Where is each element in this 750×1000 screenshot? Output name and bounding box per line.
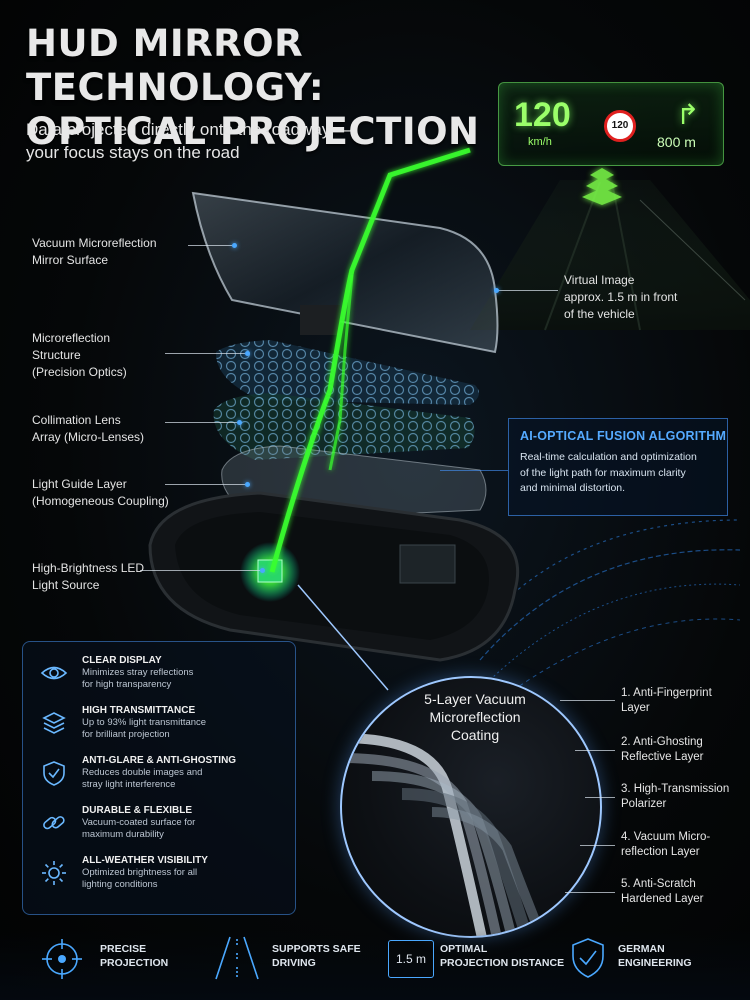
turn-right-arrow-icon: ↱	[676, 99, 700, 130]
shield-check-icon	[43, 761, 65, 786]
marker-dot	[232, 243, 237, 248]
leader-line	[580, 845, 615, 846]
feature-item: ALL-WEATHER VISIBILITY Optimized brightn…	[40, 855, 290, 903]
leader-line	[575, 750, 615, 751]
page-title: HUD MIRROR TECHNOLOGY: OPTICAL PROJECTIO…	[26, 22, 480, 153]
speed-limit-sign: 120	[604, 110, 636, 142]
marker-dot	[245, 482, 250, 487]
leader-line	[498, 290, 558, 291]
hud-speed: 120	[514, 96, 571, 134]
label-light-guide: Light Guide Layer(Homogeneous Coupling)	[32, 477, 169, 508]
eye-icon	[40, 666, 68, 680]
coating-layers-illustration	[342, 733, 547, 936]
page-subtitle: Data projected directly onto the roadway…	[26, 120, 353, 162]
marker-dot	[494, 288, 499, 293]
feature-item: CLEAR DISPLAY Minimizes stray reflection…	[40, 655, 290, 703]
leader-line	[165, 484, 245, 485]
ai-algorithm-title: AI-OPTICAL FUSION ALGORITHM	[520, 429, 727, 443]
leader-line	[565, 892, 615, 893]
light-beam	[269, 147, 471, 573]
bottom-features-bar	[0, 930, 750, 1000]
zoom-connector	[297, 584, 389, 691]
leader-line	[165, 353, 245, 354]
shield-check-icon	[572, 938, 604, 978]
micro-layer	[215, 340, 479, 405]
marker-dot	[260, 568, 265, 573]
leader-line	[188, 245, 232, 246]
coating-layer-label: 4. Vacuum Micro-reflection Layer	[621, 831, 711, 858]
feature-item: DURABLE & FLEXIBLE Vacuum-coated surface…	[40, 805, 290, 853]
circuit-arcs	[469, 519, 741, 701]
features-panel	[22, 641, 296, 915]
mirror-glass	[191, 191, 499, 354]
leader-line	[560, 700, 615, 701]
leader-line	[165, 422, 237, 423]
leader-line	[140, 570, 260, 571]
marker-dot	[245, 351, 250, 356]
crosshair-icon	[42, 939, 82, 979]
road-scene	[470, 168, 750, 331]
feature-item: HIGH TRANSMITTANCE Up to 93% light trans…	[40, 705, 290, 753]
leader-line	[585, 797, 615, 798]
hud-distance: 800 m	[657, 134, 696, 150]
feature-item: ANTI-GLARE & ANTI-GHOSTING Reduces doubl…	[40, 755, 290, 803]
ai-algorithm-panel	[508, 418, 728, 516]
hud-base	[148, 491, 520, 662]
chain-link-icon	[43, 816, 65, 830]
lens-layer	[213, 393, 475, 460]
sun-icon	[42, 861, 66, 885]
marker-dot	[237, 420, 242, 425]
leader-line	[440, 470, 508, 471]
coating-zoom-circle	[340, 676, 602, 938]
layers-icon	[42, 712, 66, 734]
road-icon	[215, 936, 259, 980]
distance-icon: 1.5 m	[388, 940, 434, 978]
hud-speed-unit: km/h	[528, 136, 552, 148]
